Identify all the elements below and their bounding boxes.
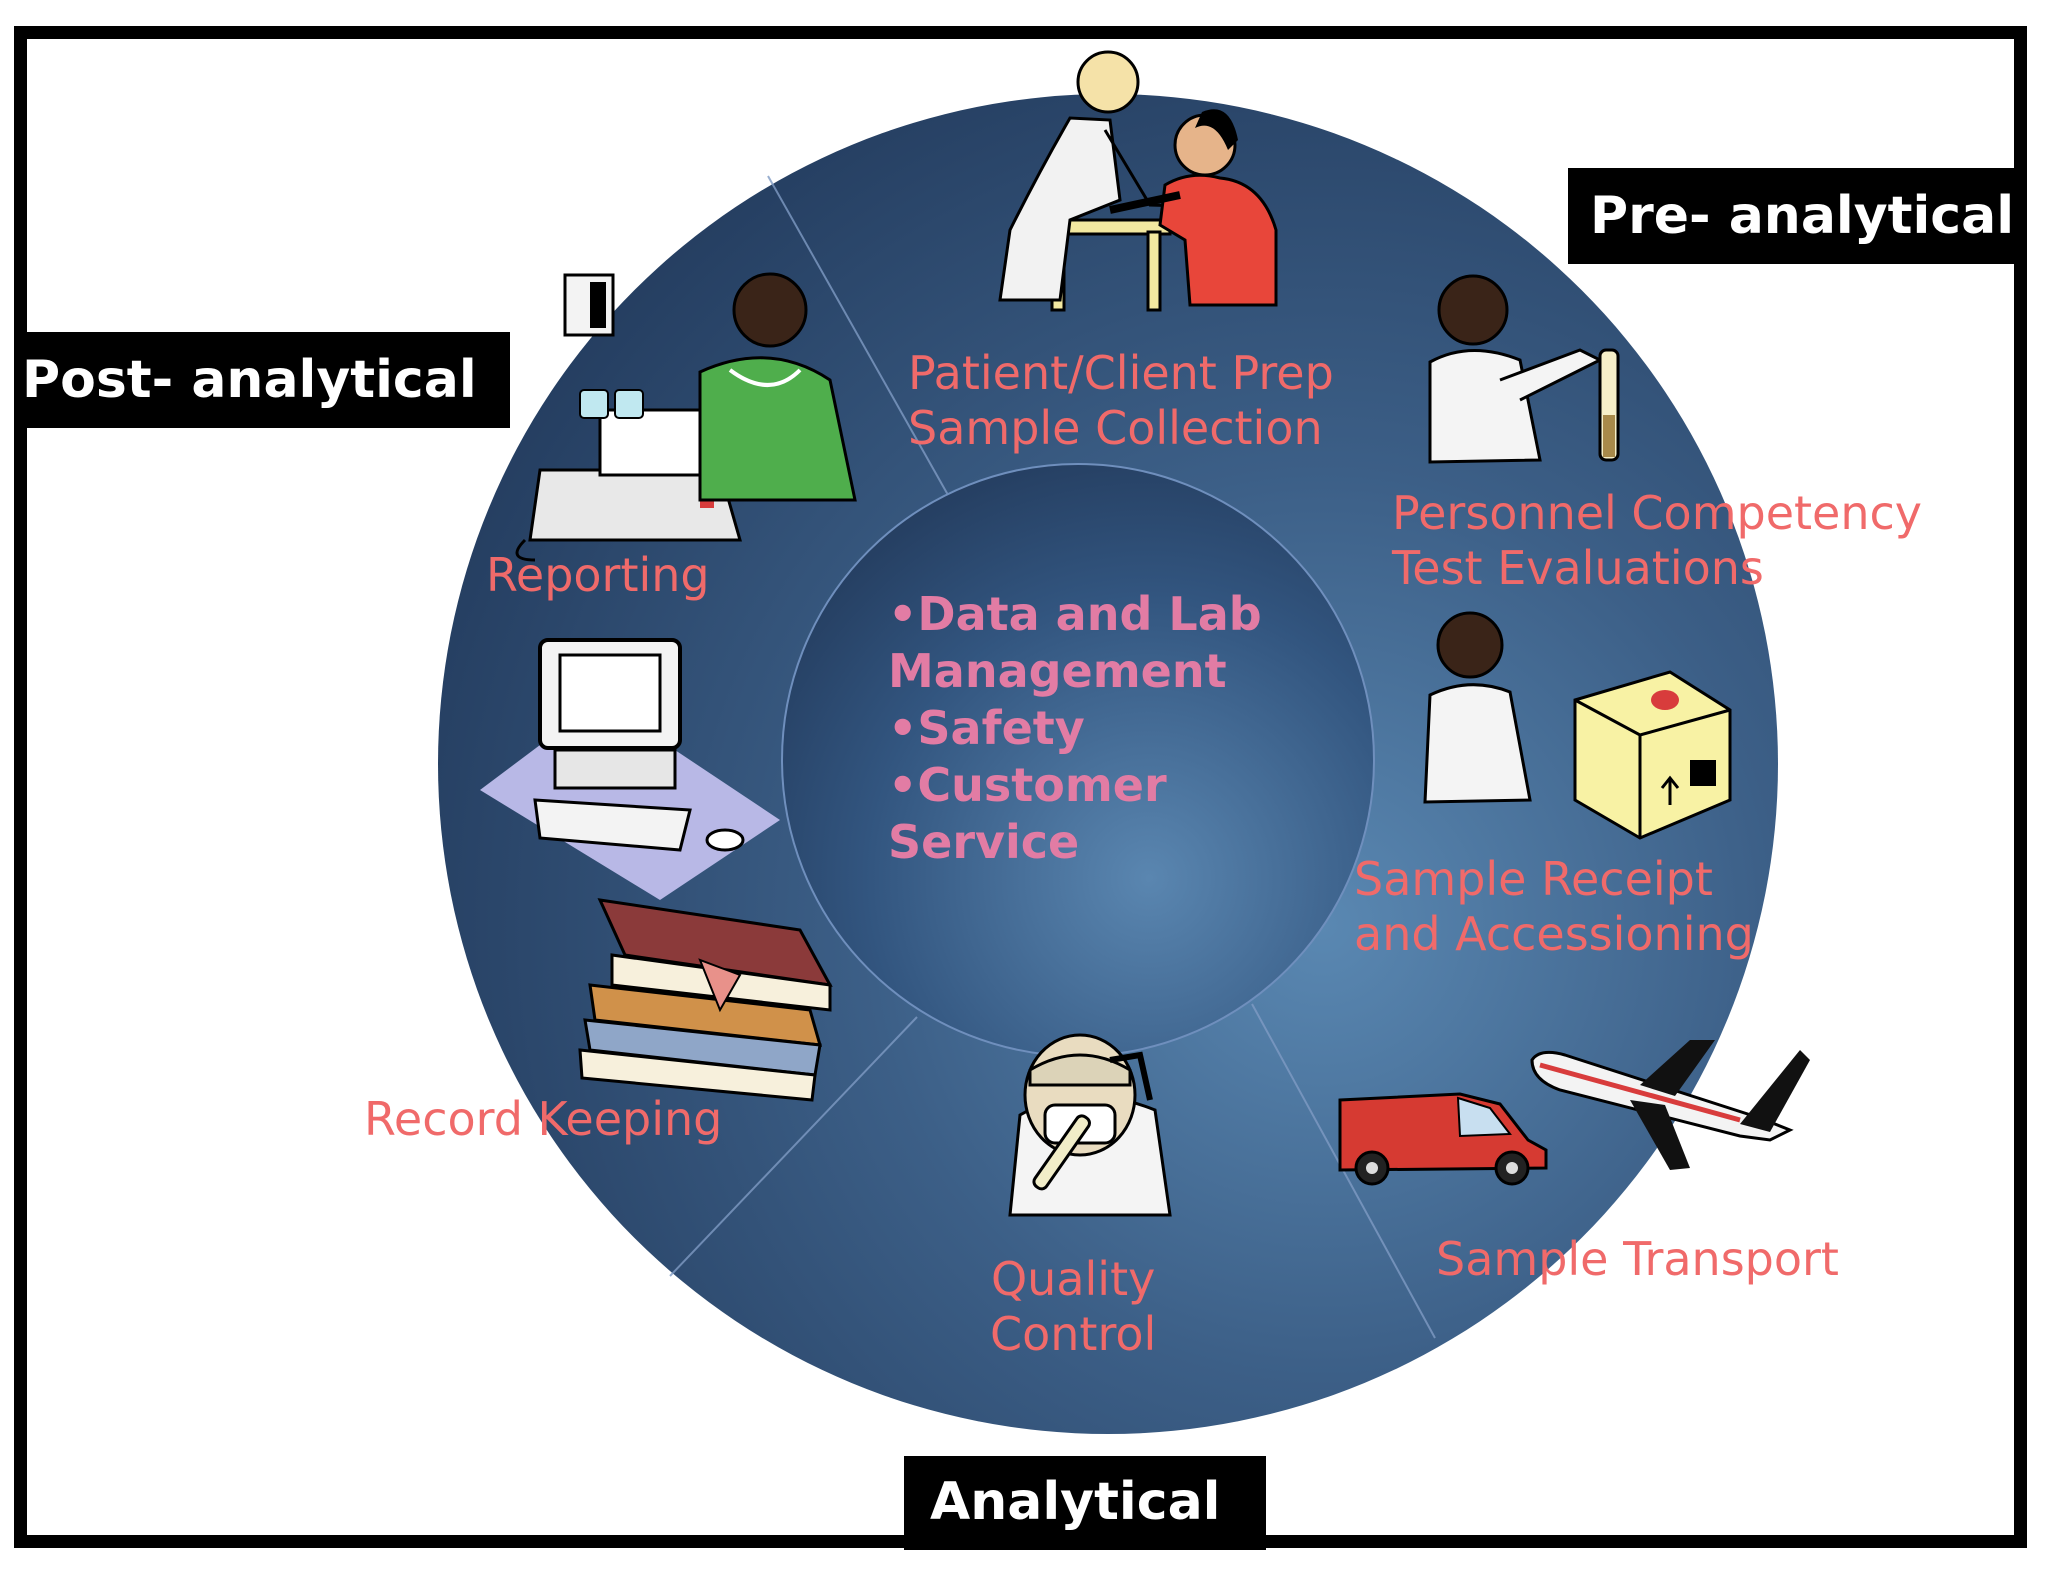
phlebotomy-icon	[998, 50, 1278, 312]
center-line: •Safety	[888, 701, 1085, 756]
record-keeping-label: Record Keeping	[364, 1092, 723, 1146]
sample-transport-label: Sample Transport	[1436, 1232, 1839, 1286]
reporting-label: Reporting	[486, 548, 710, 602]
doctor-on-phone-icon	[698, 272, 857, 502]
post-analytical-label: Post- analytical	[14, 332, 510, 428]
center-line: •Data and Lab	[888, 587, 1262, 641]
pre-analytical-label: Pre- analytical	[1568, 168, 2026, 264]
delivery-van-icon	[1338, 1092, 1548, 1186]
center-line: •Customer	[888, 758, 1167, 813]
airplane-icon	[1530, 1040, 1810, 1170]
patient-prep-label: Patient/Client Prep Sample Collection	[908, 346, 1334, 456]
telephone-icon	[563, 273, 615, 337]
lab-technician-icon	[1428, 274, 1620, 464]
sample-receipt-label: Sample Receipt and Accessioning	[1354, 852, 1754, 962]
quality-control-label: Quality Control	[990, 1252, 1157, 1362]
books-icon	[578, 898, 833, 1102]
computer-icon	[480, 638, 780, 900]
center-text: •Data and Lab Management •Safety •Custom…	[888, 586, 1262, 871]
center-line: Management	[888, 644, 1227, 699]
scientist-icon	[1008, 1033, 1172, 1217]
sample-box-icon	[1423, 611, 1732, 840]
analytical-label: Analytical	[904, 1456, 1266, 1550]
personnel-competency-label: Personnel Competency Test Evaluations	[1392, 486, 1923, 596]
center-line: Service	[888, 815, 1080, 870]
